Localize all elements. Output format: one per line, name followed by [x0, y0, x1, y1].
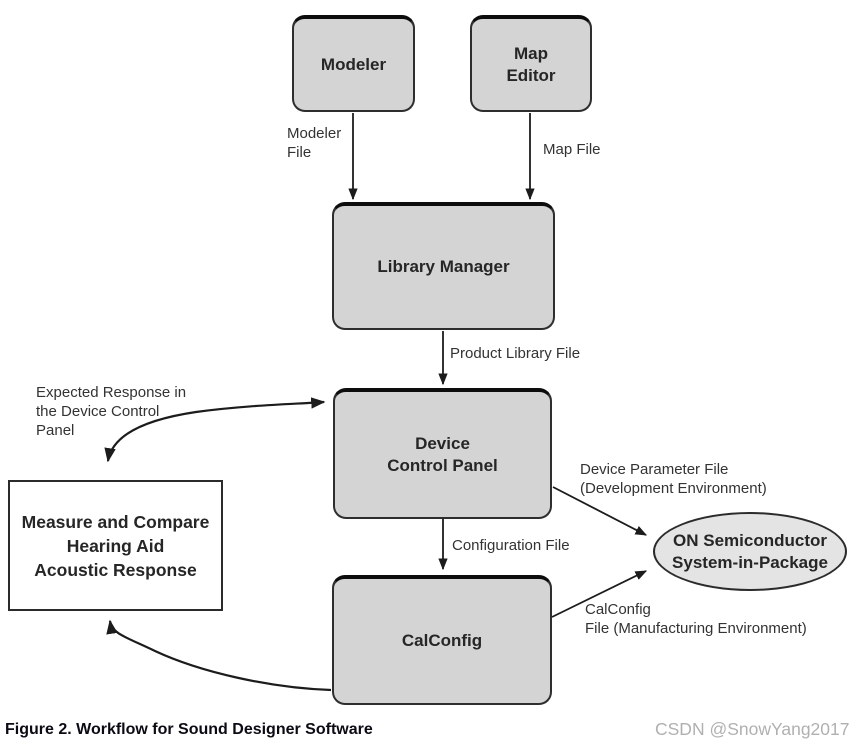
- label-product-library-file: Product Library File: [450, 345, 581, 362]
- node-on-semiconductor-package: ON Semiconductor System-in-Package: [653, 512, 847, 591]
- node-measure-compare: Measure and Compare Hearing Aid Acoustic…: [8, 480, 223, 611]
- label-device-parameter-file: Device Parameter File (Development Envir…: [580, 461, 767, 497]
- node-library-manager: Library Manager: [332, 202, 555, 330]
- label-map-file: Map File: [543, 141, 601, 158]
- arrow-calconfig-to-measure-curve: [106, 619, 332, 692]
- figure-caption: Figure 2. Workflow for Sound Designer So…: [5, 721, 373, 738]
- node-map-editor: Map Editor: [470, 15, 592, 112]
- label-calconfig-file: CalConfig File (Manufacturing Environmen…: [585, 601, 807, 637]
- node-modeler: Modeler: [292, 15, 415, 112]
- label-expected-response: Expected Response in the Device Control …: [36, 384, 187, 439]
- csdn-watermark: CSDN @SnowYang2017: [655, 719, 850, 739]
- label-configuration-file: Configuration File: [452, 537, 570, 554]
- node-device-control-panel: Device Control Panel: [333, 388, 552, 519]
- node-calconfig: CalConfig: [332, 575, 552, 705]
- label-modeler-file: Modeler File: [287, 125, 342, 161]
